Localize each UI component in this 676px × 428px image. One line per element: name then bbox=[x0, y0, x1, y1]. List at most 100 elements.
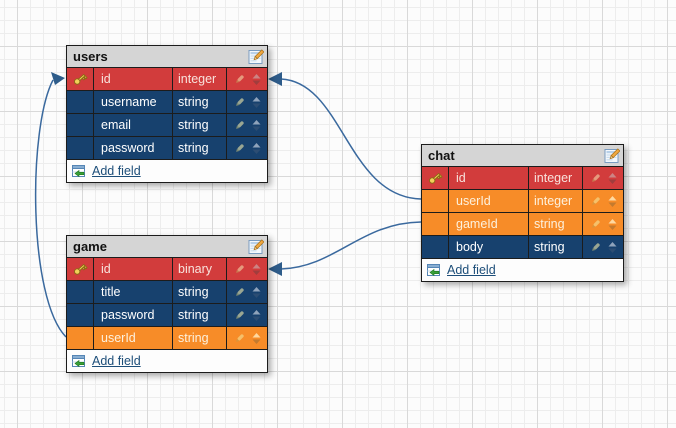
field-name: password bbox=[94, 137, 173, 159]
row-controls bbox=[227, 258, 267, 280]
sort-field-icon[interactable] bbox=[252, 119, 261, 132]
field-type: string bbox=[173, 137, 227, 159]
edit-field-icon[interactable] bbox=[233, 73, 246, 86]
edit-field-icon[interactable] bbox=[589, 218, 602, 231]
field-type: binary bbox=[173, 258, 227, 280]
row-controls bbox=[583, 167, 623, 189]
row-controls bbox=[583, 190, 623, 212]
field-name: title bbox=[94, 281, 173, 303]
table-footer: Add field bbox=[67, 160, 267, 182]
edit-field-icon[interactable] bbox=[233, 119, 246, 132]
sort-field-icon[interactable] bbox=[608, 218, 617, 231]
table-footer: Add field bbox=[67, 350, 267, 372]
field-type: string bbox=[529, 213, 583, 235]
sort-field-icon[interactable] bbox=[608, 172, 617, 185]
table-row[interactable]: gameId string bbox=[422, 213, 623, 236]
table-row[interactable]: id integer bbox=[67, 68, 267, 91]
field-type: integer bbox=[529, 190, 583, 212]
arrowhead-into-users-right bbox=[268, 72, 282, 86]
table-title: chat bbox=[428, 148, 455, 163]
field-type: integer bbox=[173, 68, 227, 90]
field-type: string bbox=[173, 327, 227, 349]
add-field-link[interactable]: Add field bbox=[447, 263, 496, 277]
field-type: string bbox=[173, 91, 227, 113]
table-chat-header[interactable]: chat bbox=[422, 145, 623, 167]
primary-key-cell bbox=[67, 68, 94, 90]
add-field-icon[interactable] bbox=[72, 354, 87, 368]
row-controls bbox=[227, 68, 267, 90]
add-field-link[interactable]: Add field bbox=[92, 164, 141, 178]
row-controls bbox=[227, 91, 267, 113]
table-row[interactable]: body string bbox=[422, 236, 623, 259]
row-controls bbox=[227, 114, 267, 136]
edit-field-icon[interactable] bbox=[233, 332, 246, 345]
table-row[interactable]: password string bbox=[67, 137, 267, 160]
sort-field-icon[interactable] bbox=[608, 241, 617, 254]
field-name: gameId bbox=[449, 213, 529, 235]
edit-field-icon[interactable] bbox=[233, 286, 246, 299]
sort-field-icon[interactable] bbox=[252, 263, 261, 276]
arrowhead-into-game-right bbox=[268, 262, 282, 276]
field-name: id bbox=[94, 68, 173, 90]
key-cell-empty bbox=[422, 213, 449, 235]
row-controls bbox=[583, 213, 623, 235]
table-row[interactable]: id binary bbox=[67, 258, 267, 281]
edit-field-icon[interactable] bbox=[589, 195, 602, 208]
relation-game-userId-to-users-id bbox=[34, 79, 67, 338]
edit-field-icon[interactable] bbox=[233, 96, 246, 109]
field-name: email bbox=[94, 114, 173, 136]
sort-field-icon[interactable] bbox=[252, 96, 261, 109]
sort-field-icon[interactable] bbox=[252, 309, 261, 322]
relation-chat-userId-to-users-id bbox=[280, 78, 422, 200]
key-cell-empty bbox=[422, 236, 449, 258]
edit-field-icon[interactable] bbox=[589, 172, 602, 185]
row-controls bbox=[227, 327, 267, 349]
add-field-icon[interactable] bbox=[72, 164, 87, 178]
table-users[interactable]: users bbox=[66, 45, 268, 183]
table-row[interactable]: id integer bbox=[422, 167, 623, 190]
table-row[interactable]: title string bbox=[67, 281, 267, 304]
table-chat[interactable]: chat bbox=[421, 144, 624, 282]
key-cell-empty bbox=[67, 281, 94, 303]
row-controls bbox=[227, 137, 267, 159]
key-cell-empty bbox=[67, 304, 94, 326]
table-row[interactable]: username string bbox=[67, 91, 267, 114]
edit-table-icon[interactable] bbox=[248, 48, 264, 65]
edit-field-icon[interactable] bbox=[233, 263, 246, 276]
table-row[interactable]: userId integer bbox=[422, 190, 623, 213]
field-name: id bbox=[94, 258, 173, 280]
table-row[interactable]: email string bbox=[67, 114, 267, 137]
edit-field-icon[interactable] bbox=[233, 142, 246, 155]
sort-field-icon[interactable] bbox=[252, 73, 261, 86]
row-controls bbox=[227, 281, 267, 303]
field-name: id bbox=[449, 167, 529, 189]
table-row[interactable]: userId string bbox=[67, 327, 267, 350]
field-type: string bbox=[173, 114, 227, 136]
key-cell-empty bbox=[422, 190, 449, 212]
field-type: string bbox=[529, 236, 583, 258]
field-type: integer bbox=[529, 167, 583, 189]
sort-field-icon[interactable] bbox=[252, 142, 261, 155]
table-row[interactable]: password string bbox=[67, 304, 267, 327]
edit-table-icon[interactable] bbox=[604, 147, 620, 164]
primary-key-cell bbox=[422, 167, 449, 189]
edit-table-icon[interactable] bbox=[248, 238, 264, 255]
add-field-link[interactable]: Add field bbox=[92, 354, 141, 368]
add-field-icon[interactable] bbox=[427, 263, 442, 277]
table-users-header[interactable]: users bbox=[67, 46, 267, 68]
relation-chat-gameId-to-game-id bbox=[280, 221, 422, 270]
edit-field-icon[interactable] bbox=[589, 241, 602, 254]
key-icon bbox=[74, 73, 88, 85]
field-type: string bbox=[173, 281, 227, 303]
field-name: body bbox=[449, 236, 529, 258]
sort-field-icon[interactable] bbox=[252, 286, 261, 299]
key-cell-empty bbox=[67, 327, 94, 349]
table-game-header[interactable]: game bbox=[67, 236, 267, 258]
sort-field-icon[interactable] bbox=[252, 332, 261, 345]
sort-field-icon[interactable] bbox=[608, 195, 617, 208]
primary-key-cell bbox=[67, 258, 94, 280]
table-game[interactable]: game bbox=[66, 235, 268, 373]
edit-field-icon[interactable] bbox=[233, 309, 246, 322]
field-name: userId bbox=[449, 190, 529, 212]
